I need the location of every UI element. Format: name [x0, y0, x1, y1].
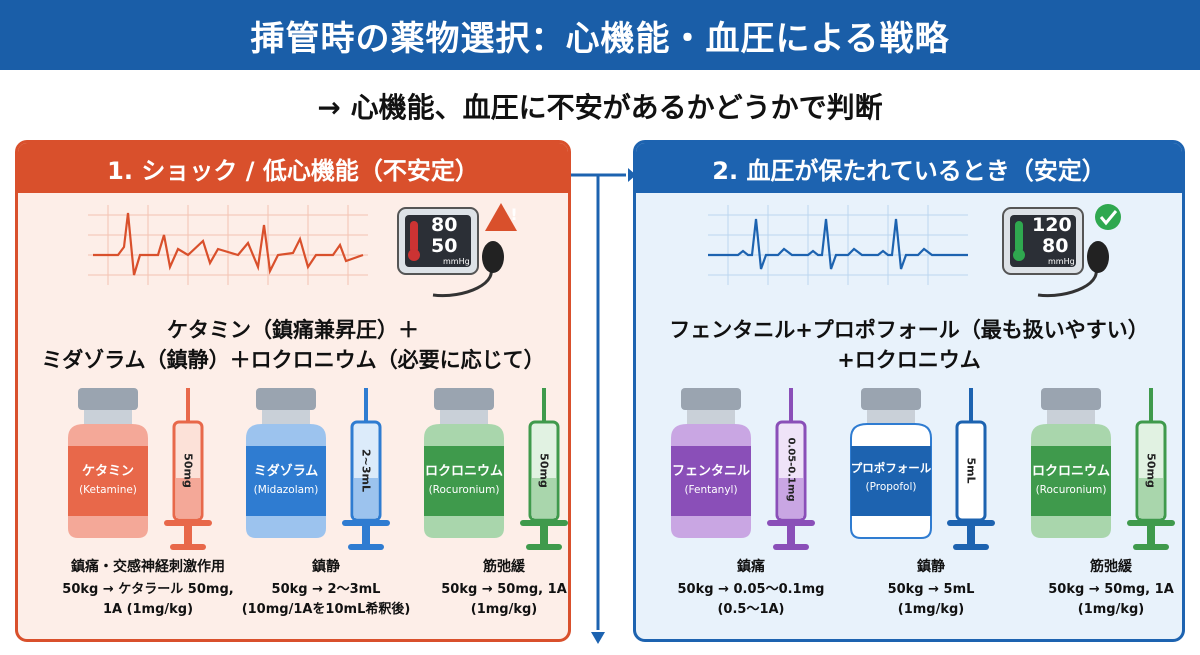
ketamine-syringe-dose: 50mg: [181, 453, 195, 488]
rocuronium-vial-syringe-icon: [1031, 388, 1175, 550]
fentanyl-dose: 50kg → 0.05〜0.1mg (0.5〜1A): [677, 582, 825, 617]
bp-unit: mmHg: [443, 257, 470, 266]
bp-diastolic: 80: [1042, 235, 1069, 257]
bp-monitor-icon: [397, 203, 517, 298]
rocuronium-role: 筋弛緩: [483, 559, 525, 575]
midazolam-label: ミダゾラム (Midazolam): [244, 460, 328, 496]
warning-icon: !: [510, 205, 518, 224]
page-subtitle: → 心機能、血圧に不安があるかどうかで判断: [317, 91, 883, 124]
midazolam-dose: 50kg → 2〜3mL (10mg/1Aを10mL希釈後): [241, 582, 411, 617]
ketamine-label: ケタミン (Ketamine): [66, 460, 150, 496]
propofol-dose: 50kg → 5mL (1mg/kg): [887, 582, 975, 617]
midazolam-name: ミダゾラム: [253, 464, 319, 479]
bp-diastolic: 50: [431, 235, 458, 257]
stable-regimen-line2: +ロクロニウム: [837, 348, 981, 372]
rocuronium-vial-syringe-icon: [424, 388, 568, 550]
propofol-vial-syringe-icon: [850, 388, 995, 550]
ketamine-dose: 50kg → ケタラール 50mg, 1A (1mg/kg): [62, 582, 234, 617]
rocuronium-en: (Rocuronium): [428, 484, 500, 496]
rocuronium-label: ロクロニウム (Rocuronium): [422, 460, 506, 496]
fentanyl-en: (Fentanyl): [684, 484, 738, 496]
drug-propofol: プロポフォール (Propofol) 5mL 鎮静 50kg → 5mL (1m…: [841, 388, 1021, 638]
rocuronium-syringe-dose: 50mg: [1144, 453, 1158, 488]
ketamine-vial-syringe-icon: [68, 388, 212, 550]
bp-systolic: 80: [431, 214, 458, 236]
midazolam-role: 鎮静: [312, 559, 340, 575]
midazolam-en: (Midazolam): [253, 484, 319, 496]
propofol-syringe-dose: 5mL: [964, 457, 978, 484]
rocuronium-role: 筋弛緩: [1090, 559, 1132, 575]
rocuronium-dose: 50kg → 50mg, 1A (1mg/kg): [441, 582, 567, 617]
rocuronium-en: (Rocuronium): [1035, 484, 1107, 496]
ecg-regular-icon: [708, 205, 968, 285]
propofol-label: プロポフォール (Propofol): [849, 460, 933, 493]
rocuronium-name: ロクロニウム: [1031, 464, 1110, 479]
drug-midazolam: ミダゾラム (Midazolam) 2~3mL 鎮静 50kg → 2〜3mL …: [236, 388, 416, 638]
fentanyl-label: フェンタニル (Fentanyl): [669, 460, 753, 496]
ketamine-en: (Ketamine): [79, 484, 137, 496]
fentanyl-syringe-dose: 0.05-0.1mg: [785, 437, 797, 502]
rocuronium-syringe-dose: 50mg: [537, 453, 551, 488]
unstable-panel-header: 1. ショック / 低心機能（不安定）: [18, 143, 568, 193]
bp-systolic: 120: [1032, 214, 1072, 236]
vertical-double-arrow: [560, 168, 636, 644]
drug-fentanyl: フェンタニル (Fentanyl) 0.05-0.1mg 鎮痛 50kg → 0…: [661, 388, 841, 638]
fentanyl-role: 鎮痛: [737, 559, 765, 575]
fentanyl-name: フェンタニル: [671, 464, 750, 479]
ketamine-name: ケタミン: [81, 464, 134, 479]
stable-regimen: フェンタニル+プロポフォール（最も扱いやすい） +ロクロニウム: [636, 315, 1182, 375]
rocuronium-name: ロクロニウム: [424, 464, 503, 479]
unstable-regimen-line1: ケタミン（鎮痛兼昇圧）＋: [167, 318, 419, 342]
unstable-regimen-line2: ミダゾラム（鎮静）＋ロクロニウム（必要に応じて）: [41, 348, 545, 372]
unstable-panel: 1. ショック / 低心機能（不安定） 80 50 mmHg ! ケタミン（鎮痛…: [15, 140, 571, 642]
page-title: 挿管時の薬物選択：心機能・血圧による戦略: [0, 0, 1200, 70]
propofol-role: 鎮静: [917, 559, 945, 575]
midazolam-vial-syringe-icon: [246, 388, 390, 550]
stable-panel: 2. 血圧が保たれているとき（安定） 120 80 mmHg フェンタニル+プロ…: [633, 140, 1185, 642]
stable-regimen-line1: フェンタニル+プロポフォール（最も扱いやすい）: [669, 318, 1149, 342]
midazolam-syringe-dose: 2~3mL: [359, 449, 373, 492]
stable-panel-header: 2. 血圧が保たれているとき（安定）: [636, 143, 1182, 193]
bp-unit: mmHg: [1048, 257, 1075, 266]
unstable-regimen: ケタミン（鎮痛兼昇圧）＋ ミダゾラム（鎮静）＋ロクロニウム（必要に応じて）: [18, 315, 568, 375]
rocuronium-label: ロクロニウム (Rocuronium): [1029, 460, 1113, 496]
ecg-irregular-icon: [88, 205, 368, 285]
drug-rocuronium-left: ロクロニウム (Rocuronium) 50mg 筋弛緩 50kg → 50mg…: [414, 388, 568, 638]
rocuronium-dose: 50kg → 50mg, 1A (1mg/kg): [1048, 582, 1174, 617]
propofol-en: (Propofol): [865, 481, 917, 493]
drug-ketamine: ケタミン (Ketamine) 50mg 鎮痛・交感神経刺激作用 50kg → …: [58, 388, 238, 638]
bp-monitor-icon: [1002, 204, 1121, 298]
propofol-name: プロポフォール: [850, 461, 932, 475]
fentanyl-vial-syringe-icon: [671, 388, 815, 550]
ketamine-role: 鎮痛・交感神経刺激作用: [71, 559, 225, 575]
drug-rocuronium-right: ロクロニウム (Rocuronium) 50mg 筋弛緩 50kg → 50mg…: [1021, 388, 1182, 638]
